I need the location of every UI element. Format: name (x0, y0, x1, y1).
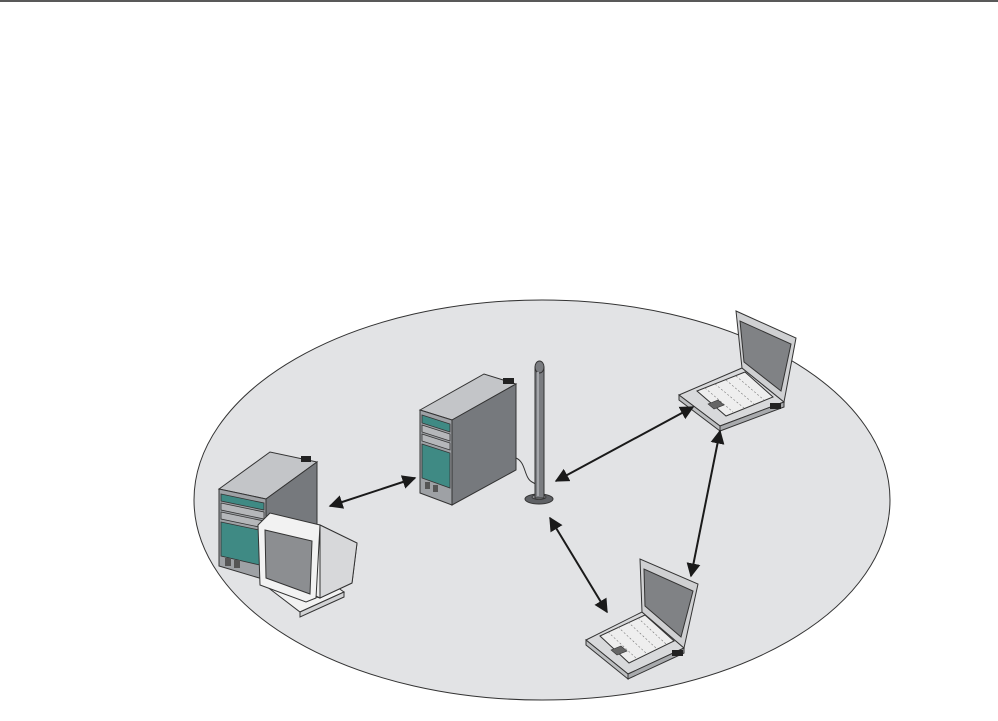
network-diagram-canvas (0, 0, 998, 721)
network-diagram (0, 0, 998, 721)
